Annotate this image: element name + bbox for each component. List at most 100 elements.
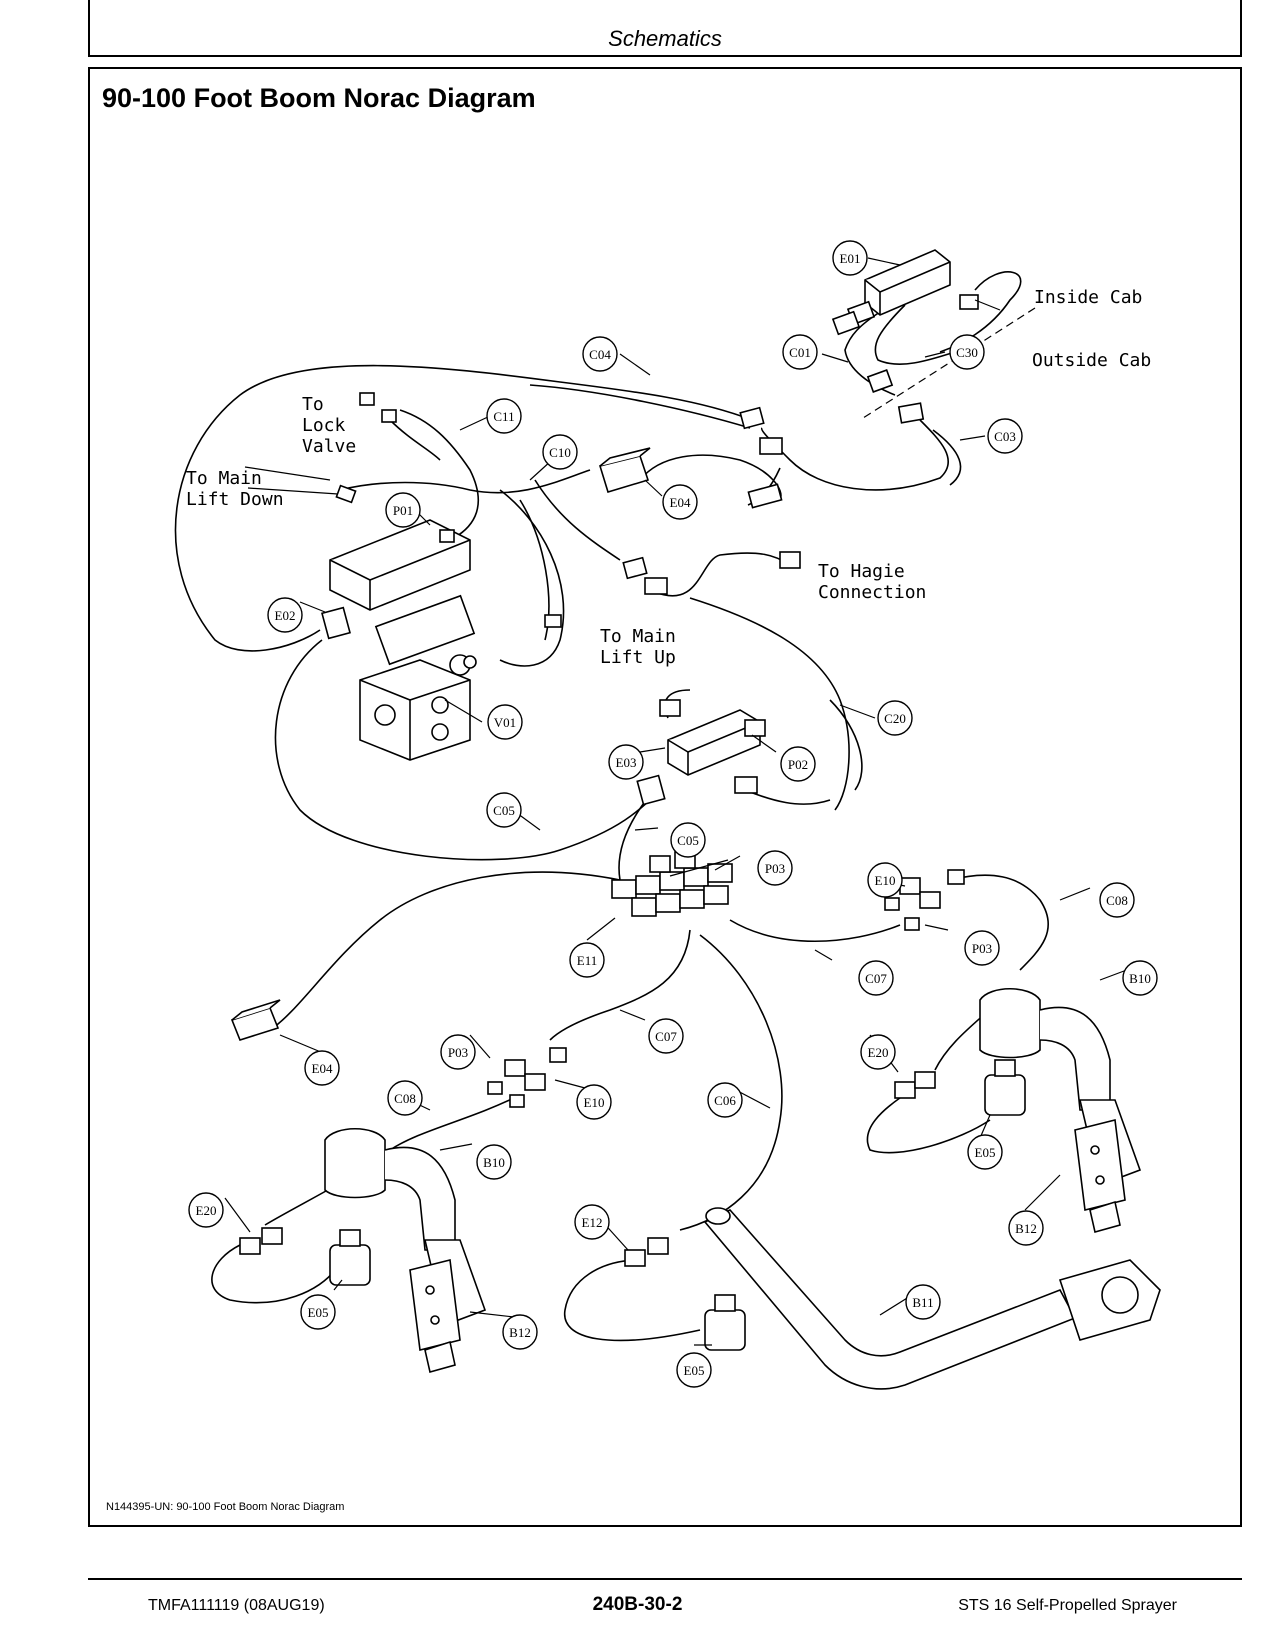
svg-text:C06: C06 <box>714 1093 736 1108</box>
note-hagie-2: Connection <box>818 582 926 603</box>
section-title: Schematics <box>608 26 722 51</box>
svg-text:B10: B10 <box>483 1155 505 1170</box>
hagie-plug <box>779 551 801 569</box>
svg-text:E12: E12 <box>582 1215 603 1230</box>
e10-right-tee <box>884 869 965 931</box>
c30-plug <box>959 294 979 310</box>
tag-e05-left: E05 <box>300 1294 336 1330</box>
tag-c01: C01 <box>782 334 818 370</box>
e20-right-plug <box>894 1081 916 1099</box>
note-inside-cab: Inside Cab <box>1034 287 1142 308</box>
tag-e11: E11 <box>569 942 605 978</box>
tag-p03-left: P03 <box>440 1034 476 1070</box>
svg-text:C11: C11 <box>493 409 514 424</box>
note-lock-valve-1: To <box>302 394 324 415</box>
figure-caption: N144395-UN: 90-100 Foot Boom Norac Diagr… <box>106 1501 345 1513</box>
tag-c30: C30 <box>949 334 985 370</box>
e03-plug-b <box>734 776 758 794</box>
c10-plug <box>747 483 783 509</box>
svg-text:P02: P02 <box>788 757 808 772</box>
c03-plug <box>897 402 925 424</box>
e05-left-cylinder <box>329 1229 371 1286</box>
svg-text:B12: B12 <box>1015 1221 1037 1236</box>
lift-down-plug <box>335 484 357 504</box>
e12-plug <box>624 1249 646 1267</box>
tag-c06: C06 <box>707 1082 743 1118</box>
svg-text:C01: C01 <box>789 345 811 360</box>
svg-text:P03: P03 <box>972 941 992 956</box>
note-lift-up-2: Lift Up <box>600 647 676 668</box>
b11-bracket <box>703 1207 1161 1390</box>
e05-bottom-cylinder <box>704 1294 746 1351</box>
svg-text:E20: E20 <box>196 1203 217 1218</box>
svg-text:C08: C08 <box>394 1091 416 1106</box>
e20-left-plug-2 <box>261 1227 283 1245</box>
tag-v01: V01 <box>487 704 523 740</box>
svg-text:E05: E05 <box>684 1363 705 1378</box>
svg-text:P03: P03 <box>765 861 785 876</box>
svg-text:E03: E03 <box>616 755 637 770</box>
svg-text:B12: B12 <box>509 1325 531 1340</box>
svg-text:C04: C04 <box>589 347 611 362</box>
e04-bottom-module <box>230 1007 280 1041</box>
tag-p03-top: P03 <box>757 850 793 886</box>
e12-plug-2 <box>647 1237 669 1255</box>
tag-e04-top: E04 <box>662 484 698 520</box>
svg-text:E10: E10 <box>584 1095 605 1110</box>
svg-text:E05: E05 <box>975 1145 996 1160</box>
tag-c07-right: C07 <box>858 960 894 996</box>
p02-plug <box>744 719 766 737</box>
tag-c08-left: C08 <box>387 1080 423 1116</box>
tag-e12: E12 <box>574 1204 610 1240</box>
tag-c11: C11 <box>486 398 522 434</box>
e02-plug <box>321 606 351 640</box>
figure-title: 90-100 Foot Boom Norac Diagram <box>102 83 536 113</box>
figure-frame: 90-100 Foot Boom Norac Diagram N144395-U… <box>88 67 1242 1527</box>
svg-text:C30: C30 <box>956 345 978 360</box>
tag-c05-left: C05 <box>486 792 522 828</box>
note-lift-up-1: To Main <box>600 626 676 647</box>
c20-plug-2 <box>644 577 668 595</box>
components <box>230 249 1161 1390</box>
p01-manifold <box>329 519 477 676</box>
e04-top-module <box>598 455 650 493</box>
svg-text:E05: E05 <box>308 1305 329 1320</box>
tag-p01: P01 <box>385 492 421 528</box>
svg-text:C05: C05 <box>677 833 699 848</box>
footer-page-number: 240B-30-2 <box>592 1594 683 1615</box>
tag-c07-left: C07 <box>648 1018 684 1054</box>
page-header: Schematics <box>88 0 1242 57</box>
tag-e20-left: E20 <box>188 1192 224 1228</box>
tag-c10: C10 <box>542 434 578 470</box>
component-tags: E01 C01 C30 C03 C04 C11 C10 E04 P01 E02 … <box>188 240 1158 1388</box>
svg-text:E04: E04 <box>312 1061 333 1076</box>
note-hagie-1: To Hagie <box>818 561 905 582</box>
tag-c04: C04 <box>582 336 618 372</box>
p01-plug <box>439 529 455 543</box>
v01-valve-block <box>359 659 471 761</box>
footer-doc-id: TMFA111119 (08AUG19) <box>148 1597 325 1614</box>
tag-b11: B11 <box>905 1284 941 1320</box>
tag-c20: C20 <box>877 700 913 736</box>
e03-plug-a <box>659 699 681 717</box>
svg-text:E01: E01 <box>840 251 861 266</box>
tag-e05-bottom: E05 <box>676 1352 712 1388</box>
b12-left-plate <box>409 1259 461 1373</box>
note-lift-down-2: Lift Down <box>186 489 284 510</box>
svg-text:V01: V01 <box>494 715 516 730</box>
note-lock-valve-3: Valve <box>302 436 356 457</box>
tag-e03: E03 <box>608 744 644 780</box>
e03-module <box>667 709 761 776</box>
tag-c08-right: C08 <box>1099 882 1135 918</box>
svg-text:C10: C10 <box>549 445 571 460</box>
e20-left-plug <box>239 1237 261 1255</box>
svg-text:P01: P01 <box>393 503 413 518</box>
e20-right-plug-2 <box>914 1071 936 1089</box>
tag-e04-bottom: E04 <box>304 1050 340 1086</box>
c20-plug <box>622 556 648 580</box>
tag-e20-right: E20 <box>860 1034 896 1070</box>
c01-plug <box>866 369 894 393</box>
svg-text:E11: E11 <box>577 953 597 968</box>
svg-text:E20: E20 <box>868 1045 889 1060</box>
